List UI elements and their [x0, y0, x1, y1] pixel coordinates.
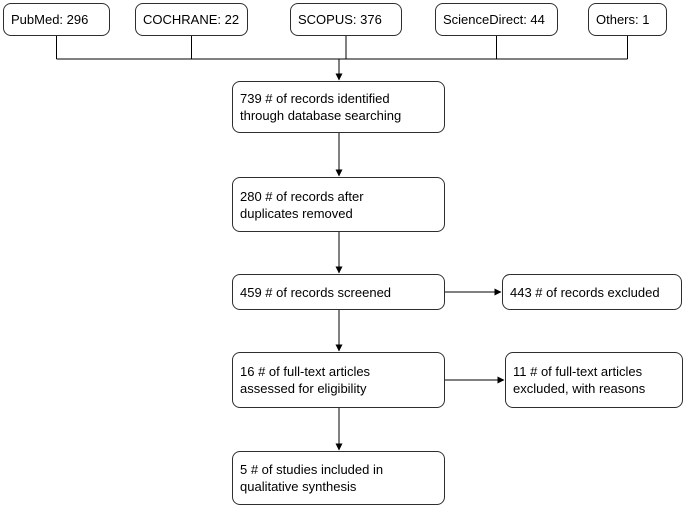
flow-box-records-identified: 739 # of records identified through data…: [232, 81, 445, 133]
source-box-cochrane: COCHRANE: 22: [135, 3, 248, 36]
exclusion-box-records-excluded: 443 # of records excluded: [502, 274, 682, 310]
source-box-sciencedirect: ScienceDirect: 44: [435, 3, 558, 36]
source-box-scopus: SCOPUS: 376: [290, 3, 402, 36]
source-box-pubmed: PubMed: 296: [3, 3, 110, 36]
exclusion-box-fulltext-excluded: 11 # of full-text articles excluded, wit…: [505, 352, 683, 408]
flow-box-records-screened: 459 # of records screened: [232, 274, 445, 310]
flow-box-studies-included: 5 # of studies included in qualitative s…: [232, 451, 445, 505]
flow-box-fulltext-assessed: 16 # of full-text articles assessed for …: [232, 352, 445, 408]
source-box-others: Others: 1: [588, 3, 667, 36]
flow-box-duplicates-removed: 280 # of records after duplicates remove…: [232, 177, 445, 232]
